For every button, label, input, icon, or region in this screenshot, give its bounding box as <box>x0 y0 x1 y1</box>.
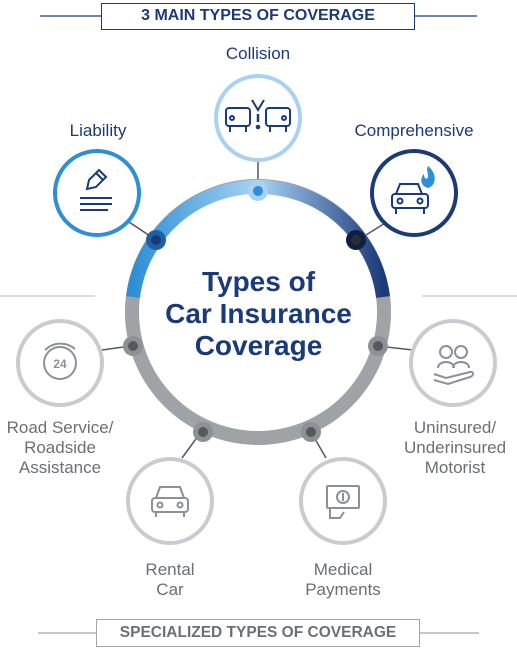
pencil-document-icon <box>80 168 112 211</box>
main-types-banner: 3 MAIN TYPES OF COVERAGE <box>101 3 415 30</box>
center-title: Types of Car Insurance Coverage <box>165 266 352 361</box>
specialized-types-banner: SPECIALIZED TYPES OF COVERAGE <box>96 619 420 647</box>
rental-car-label: Rental Car <box>145 560 195 599</box>
comprehensive-circle <box>370 149 458 237</box>
people-hand-icon <box>433 345 474 386</box>
medical-payment-icon <box>326 485 360 519</box>
collision-circle <box>214 74 302 162</box>
rental-car-circle <box>126 457 214 545</box>
uninsured-motorist-label: Uninsured/ Underinsured Motorist <box>403 418 507 477</box>
collision-label: Collision <box>225 44 291 63</box>
car-icon <box>151 486 189 517</box>
medical-payments-label: Medical Payments <box>305 560 381 599</box>
collision-icon <box>225 99 291 132</box>
medical-payments-circle <box>299 457 387 545</box>
road-service-circle: 24 <box>16 319 104 407</box>
svg-text:24: 24 <box>53 357 67 371</box>
car-fire-icon <box>391 183 429 214</box>
ring-nodes <box>123 181 388 442</box>
liability-label: Liability <box>69 121 127 140</box>
24-hour-phone-icon <box>43 342 77 380</box>
liability-circle <box>53 149 141 237</box>
road-service-label: Road Service/ Roadside Assistance <box>6 418 114 477</box>
uninsured-motorist-circle <box>409 319 497 407</box>
comprehensive-label: Comprehensive <box>354 121 474 140</box>
flame-icon <box>421 166 435 188</box>
